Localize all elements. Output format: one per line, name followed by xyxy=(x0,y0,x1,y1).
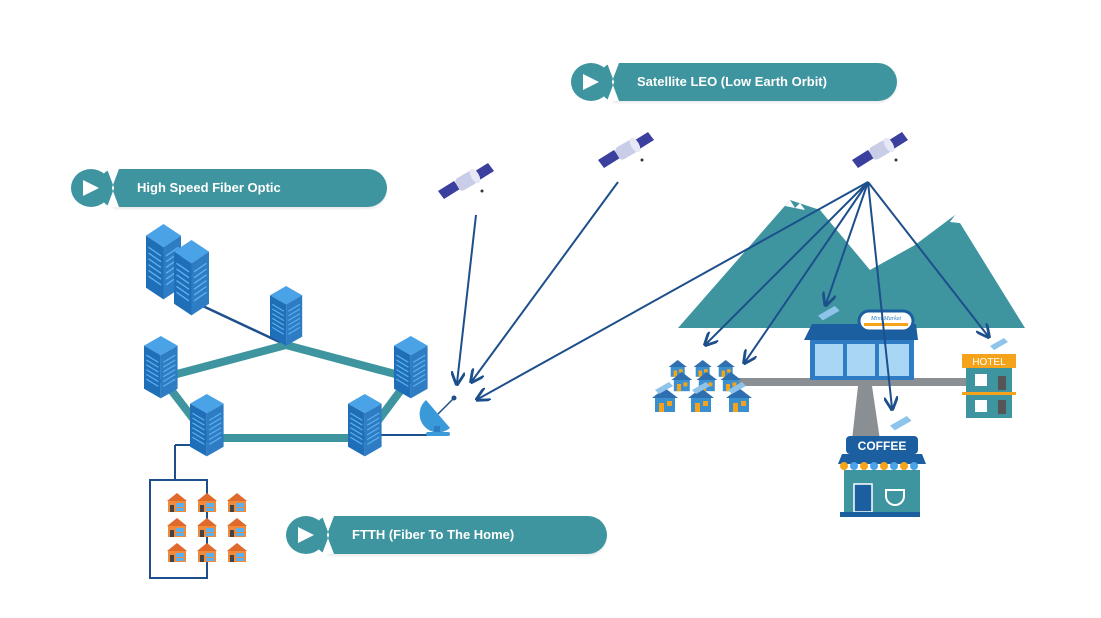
datacenter-server-icon xyxy=(145,223,210,317)
fiber-optic-label: High Speed Fiber Optic xyxy=(71,169,387,207)
satellite-icon xyxy=(438,163,494,199)
satellite-icon xyxy=(852,132,908,168)
ftth-text: FTTH (Fiber To The Home) xyxy=(352,527,515,542)
server-icon xyxy=(189,393,225,457)
play-arrow-icon xyxy=(83,180,99,196)
hotel-sign: HOTEL xyxy=(972,357,1006,368)
mountain-icon xyxy=(678,200,1025,328)
server-icon xyxy=(143,335,179,399)
ftth-homes xyxy=(167,493,247,562)
coffee-shop-icon: COFFEE xyxy=(838,416,926,517)
signal-arrows xyxy=(457,181,988,408)
server-icon xyxy=(393,335,429,399)
server-icon xyxy=(269,285,303,347)
hotel-icon: HOTEL xyxy=(962,338,1016,418)
play-arrow-icon xyxy=(298,527,314,543)
play-arrow-icon xyxy=(583,74,599,90)
fiber-optic-text: High Speed Fiber Optic xyxy=(137,180,281,195)
village-houses xyxy=(652,360,752,412)
road xyxy=(730,378,970,440)
coffee-sign: COFFEE xyxy=(858,439,907,453)
satellite-leo-text: Satellite LEO (Low Earth Orbit) xyxy=(637,74,827,89)
ftth-label: FTTH (Fiber To The Home) xyxy=(286,516,607,554)
dish-antenna-icon xyxy=(419,395,457,436)
server-icon xyxy=(347,393,383,457)
market-sign: Mini Market xyxy=(870,316,901,322)
store-icon: Mini Market xyxy=(804,306,918,380)
satellite-leo-label: Satellite LEO (Low Earth Orbit) xyxy=(571,63,897,101)
satellite-icon xyxy=(598,132,654,168)
